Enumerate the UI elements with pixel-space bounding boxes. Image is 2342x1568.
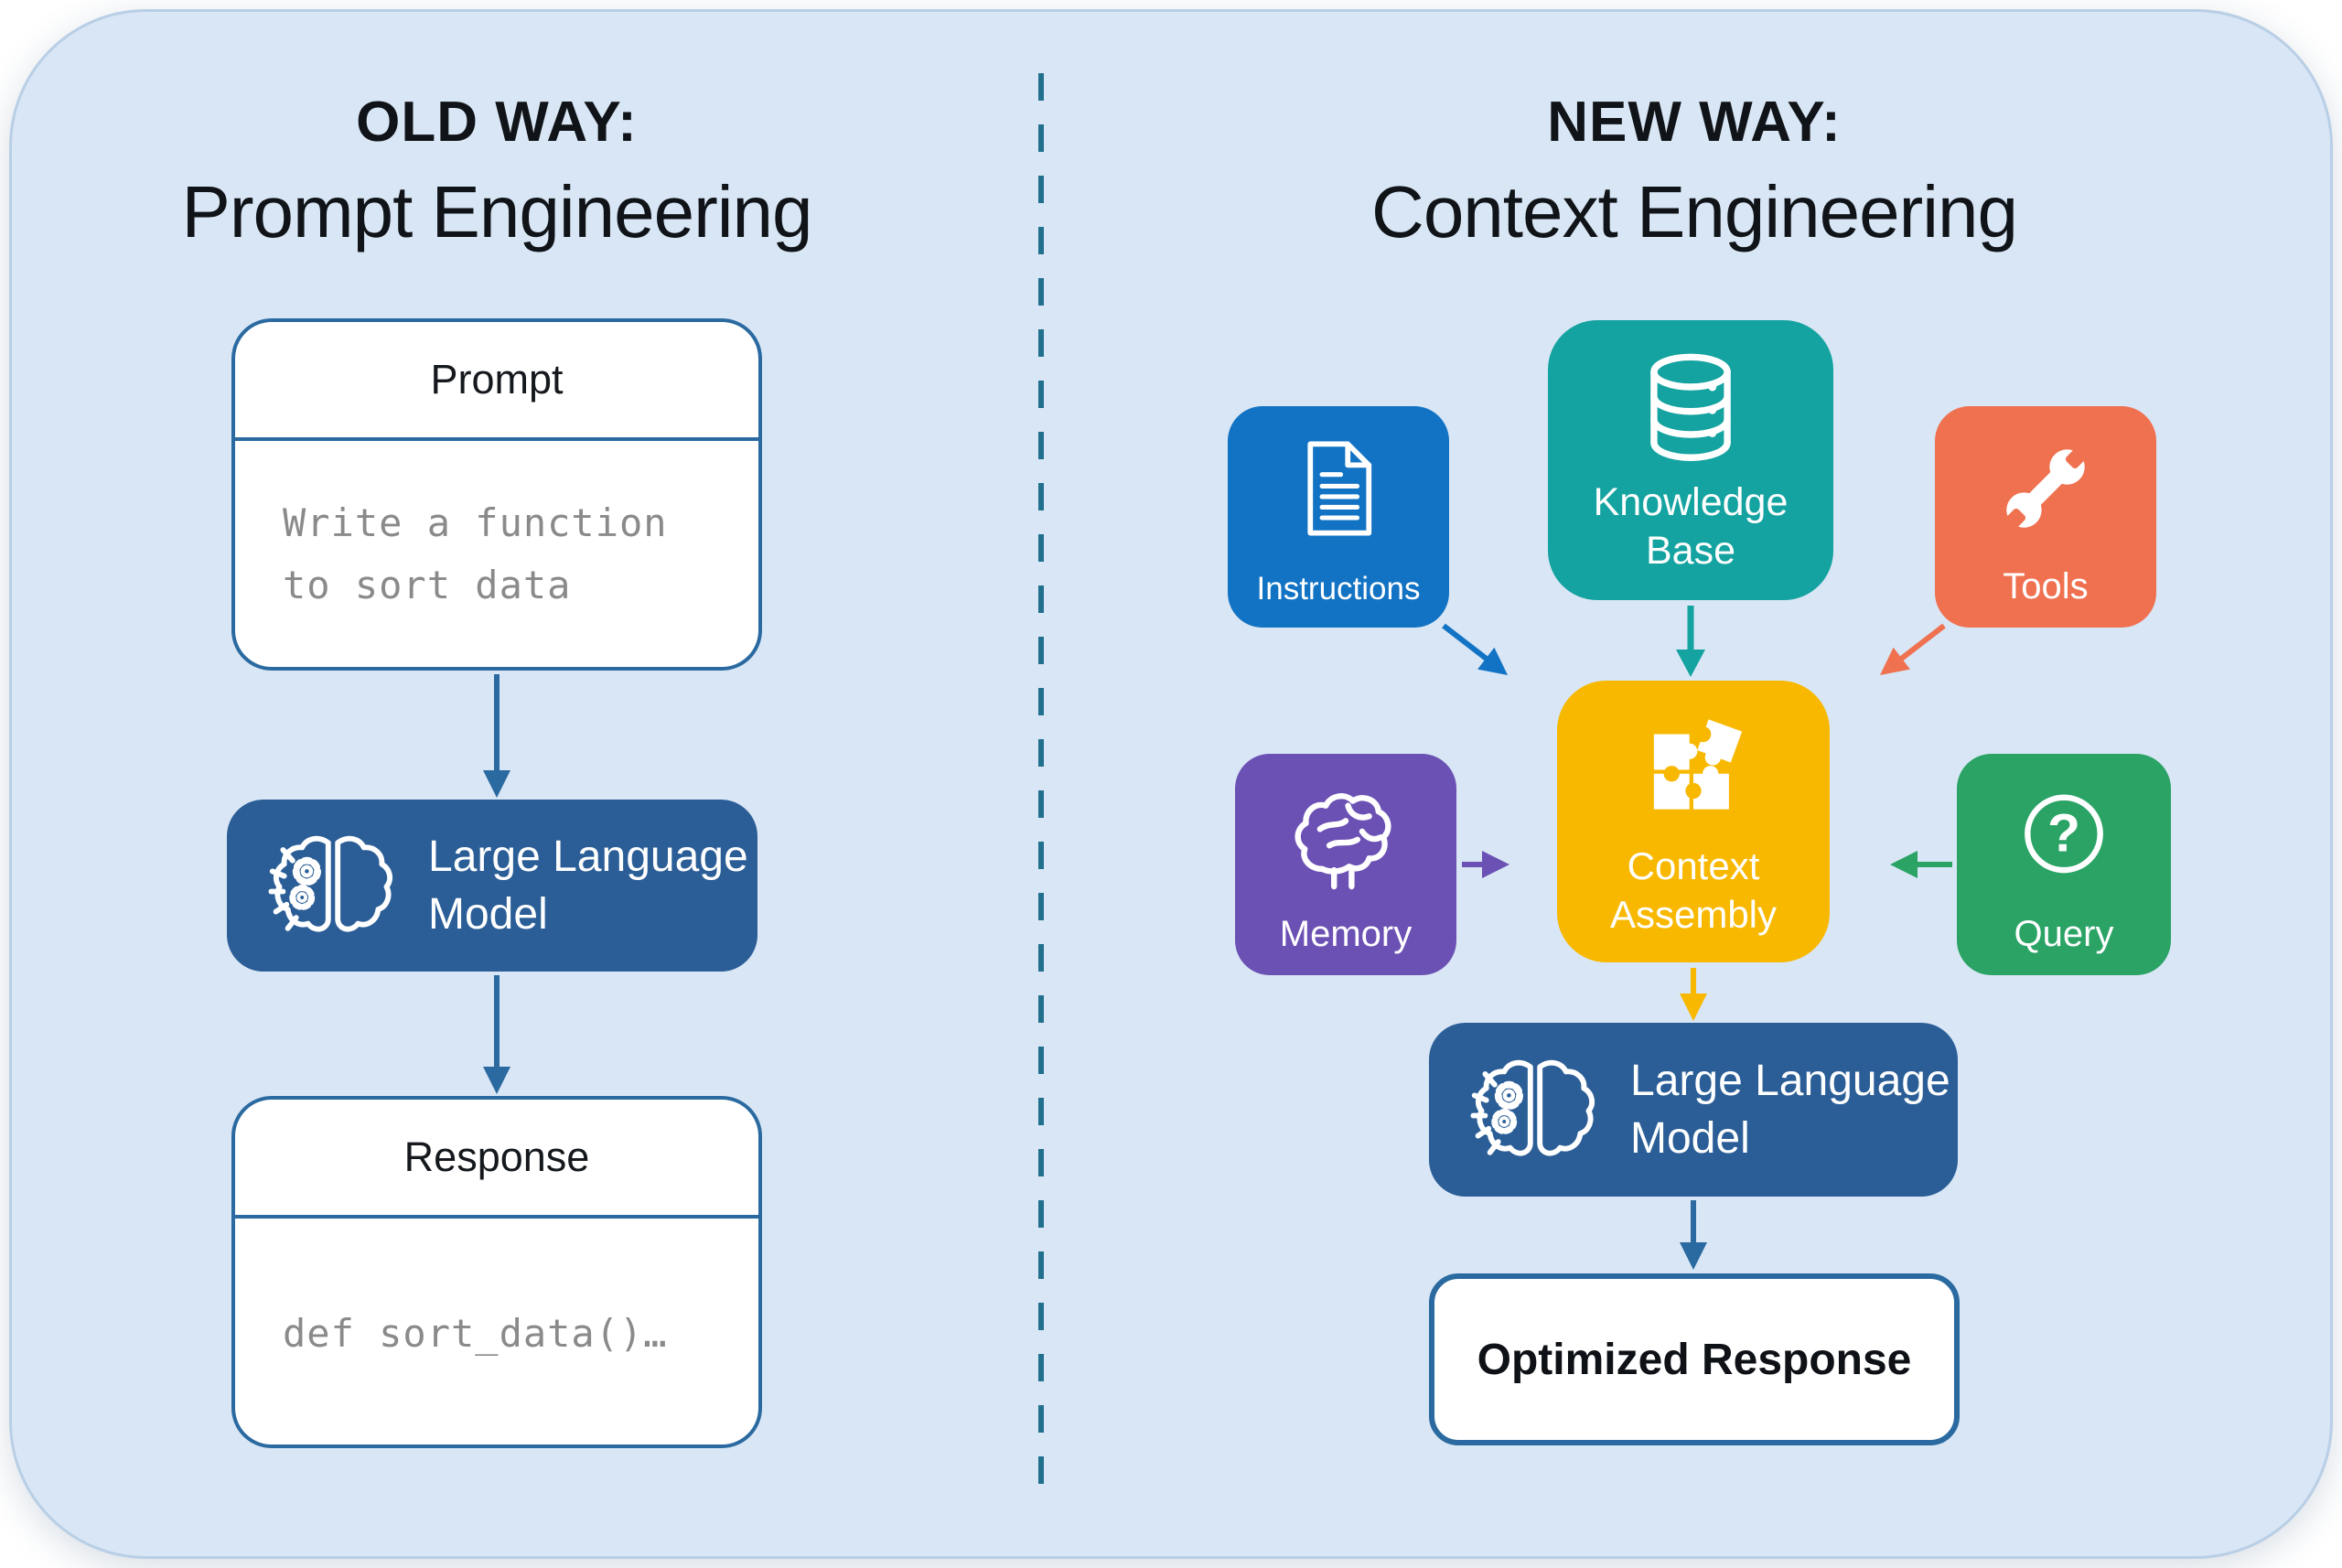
- brain-gears-icon: [1470, 1059, 1595, 1156]
- node-tools: Tools: [1935, 406, 2156, 628]
- llm-label: Large Language Model: [1630, 1056, 1950, 1163]
- svg-text:?: ?: [2047, 804, 2080, 864]
- node-label: Tools: [2003, 566, 2089, 607]
- response-box-title: Response: [235, 1100, 758, 1219]
- node-label: Memory: [1279, 914, 1413, 954]
- node-instructions: Instructions: [1228, 406, 1449, 628]
- document-icon: [1307, 441, 1372, 536]
- llm-label: Large Language Model: [428, 832, 748, 939]
- prompt-body-line: Write a function: [283, 500, 668, 545]
- node-label: Instructions: [1256, 571, 1421, 607]
- node-query: ? Query: [1957, 754, 2171, 975]
- prompt-box-title: Prompt: [235, 322, 758, 441]
- node-label: Query: [2014, 914, 2114, 954]
- optimized-response-box: Optimized Response: [1429, 1273, 1960, 1445]
- new-way-heading: NEW WAY:: [1547, 91, 1842, 154]
- node-memory: Memory: [1235, 754, 1456, 975]
- old-way-subheading: Prompt Engineering: [181, 171, 812, 252]
- brain-gears-icon: [268, 835, 393, 932]
- prompt-body-line: to sort data: [283, 563, 572, 608]
- llm-box-left: Large Language Model: [227, 800, 757, 972]
- prompt-box: Prompt Write a function to sort data: [231, 318, 762, 671]
- node-knowledge-base: Knowledge Base: [1548, 320, 1833, 600]
- question-circle-icon: ?: [2025, 794, 2103, 874]
- node-label: Knowledge Base: [1593, 479, 1789, 574]
- old-way-heading: OLD WAY:: [356, 91, 638, 154]
- prompt-box-body: Write a function to sort data: [235, 441, 758, 617]
- response-box: Response def sort_data()…: [231, 1096, 762, 1448]
- node-context-assembly: Context Assembly: [1557, 681, 1830, 962]
- response-box-body: def sort_data()…: [235, 1219, 758, 1365]
- brain-icon: [1295, 793, 1391, 890]
- puzzle-icon: [1653, 719, 1743, 810]
- node-label: Context Assembly: [1609, 844, 1778, 936]
- database-icon: [1650, 353, 1731, 461]
- new-way-subheading: Context Engineering: [1371, 171, 2018, 252]
- response-body-line: def sort_data()…: [283, 1311, 668, 1356]
- llm-box-right: Large Language Model: [1429, 1023, 1958, 1197]
- wrench-icon: [2003, 446, 2089, 532]
